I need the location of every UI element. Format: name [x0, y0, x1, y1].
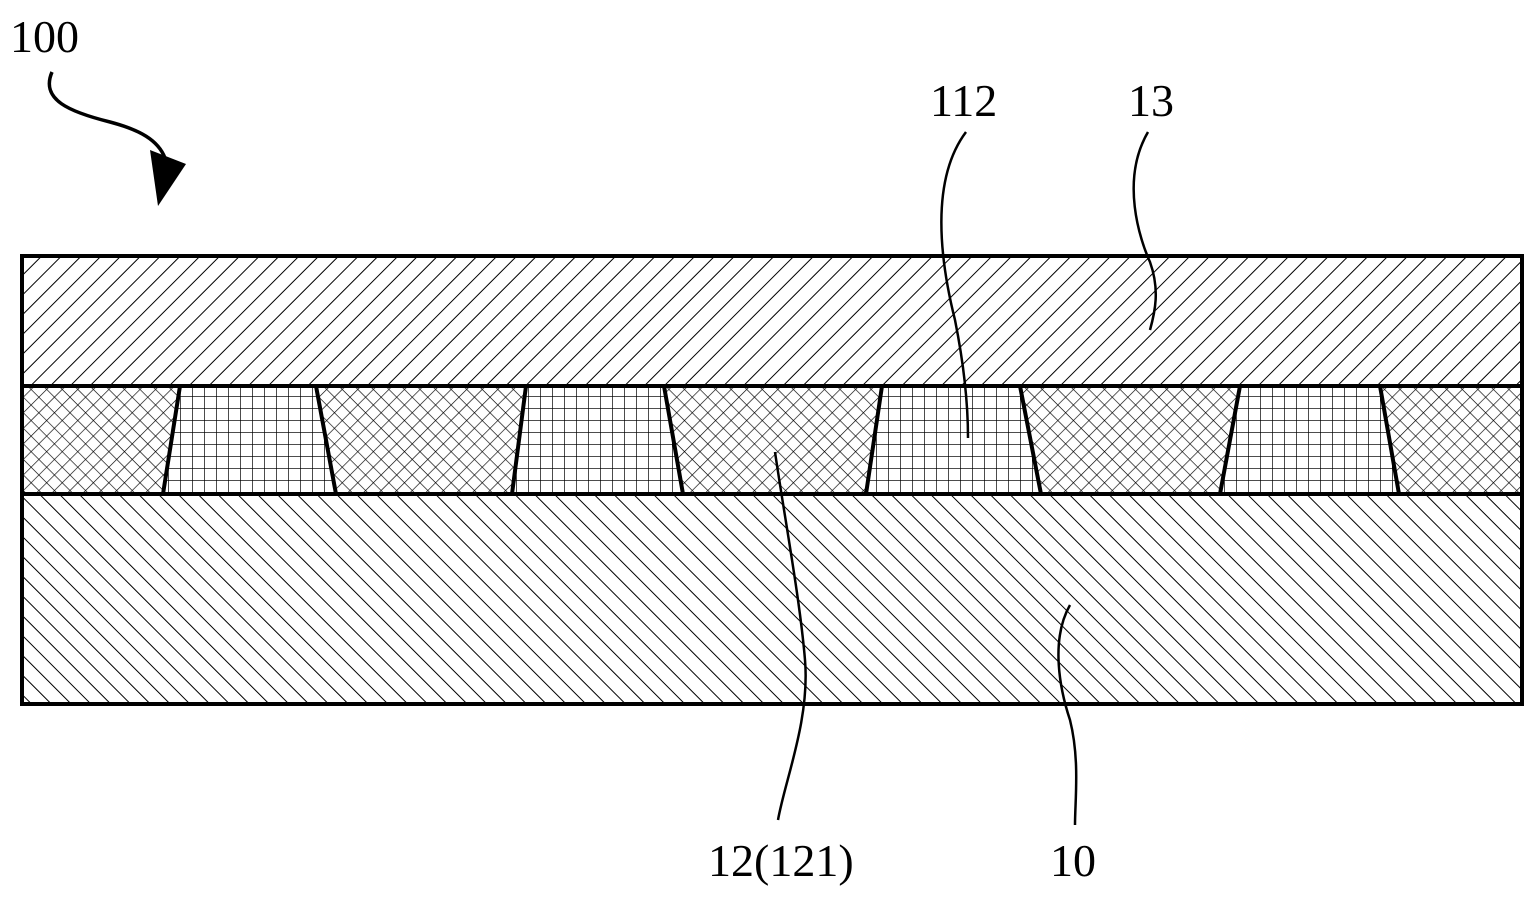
leader-line-112 — [940, 131, 970, 439]
label-top-layer-13: 13 — [1128, 75, 1174, 126]
bank-segment — [1377, 384, 1524, 496]
label-substrate-10: 10 — [1050, 835, 1096, 886]
label-bank-12-121: 12(121) — [708, 835, 854, 886]
bank-segment — [661, 384, 885, 496]
bank-segment — [313, 384, 529, 496]
device-arrow-shaft — [47, 71, 167, 159]
leader-line-13 — [1132, 131, 1158, 331]
device-arrow-head — [150, 150, 186, 206]
label-pixel-region-112: 112 — [930, 75, 998, 126]
leader-line-12 — [773, 451, 807, 821]
leader-line-10 — [1057, 604, 1078, 826]
label-device-100: 100 — [10, 11, 79, 62]
substrate-10 — [20, 492, 1524, 706]
bank-segment — [20, 384, 183, 496]
bank-segment — [1017, 384, 1243, 496]
top-layer-13 — [20, 254, 1524, 388]
